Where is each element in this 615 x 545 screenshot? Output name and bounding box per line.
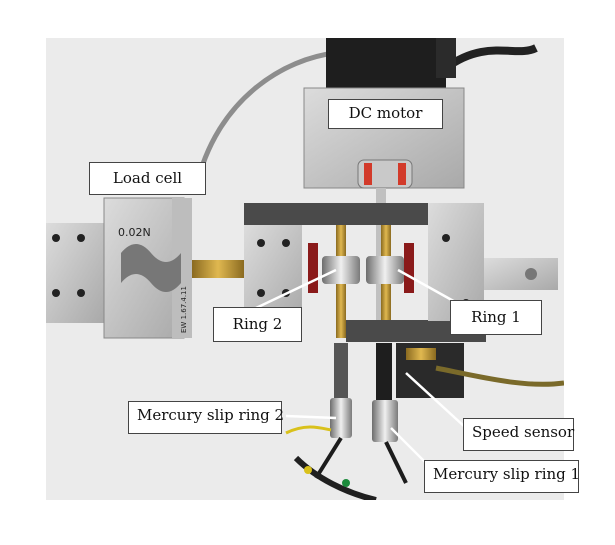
rings	[308, 243, 414, 293]
label-ring-2: Ring 2	[213, 307, 302, 342]
load-cell-side-marking: EW 1.67.4.11	[180, 286, 188, 333]
label-mercury-slip-ring-2: Mercury slip ring 2	[128, 401, 284, 434]
label-speed-sensor: Speed sensor	[463, 418, 574, 451]
label-mercury-slip-ring-1: Mercury slip ring 1	[424, 460, 580, 493]
speed-sensor	[396, 343, 564, 398]
bracket-frame	[244, 203, 486, 342]
load-cell-top-marking: 0.02N	[118, 226, 151, 239]
label-ring-1: Ring 1	[450, 300, 542, 335]
label-load-cell: Load cell	[89, 162, 206, 195]
mercury-slip-rings	[285, 343, 408, 484]
label-dc-motor: DC motor	[328, 99, 443, 129]
load-cell: 0.02N EW 1.67.4.11	[46, 197, 244, 339]
